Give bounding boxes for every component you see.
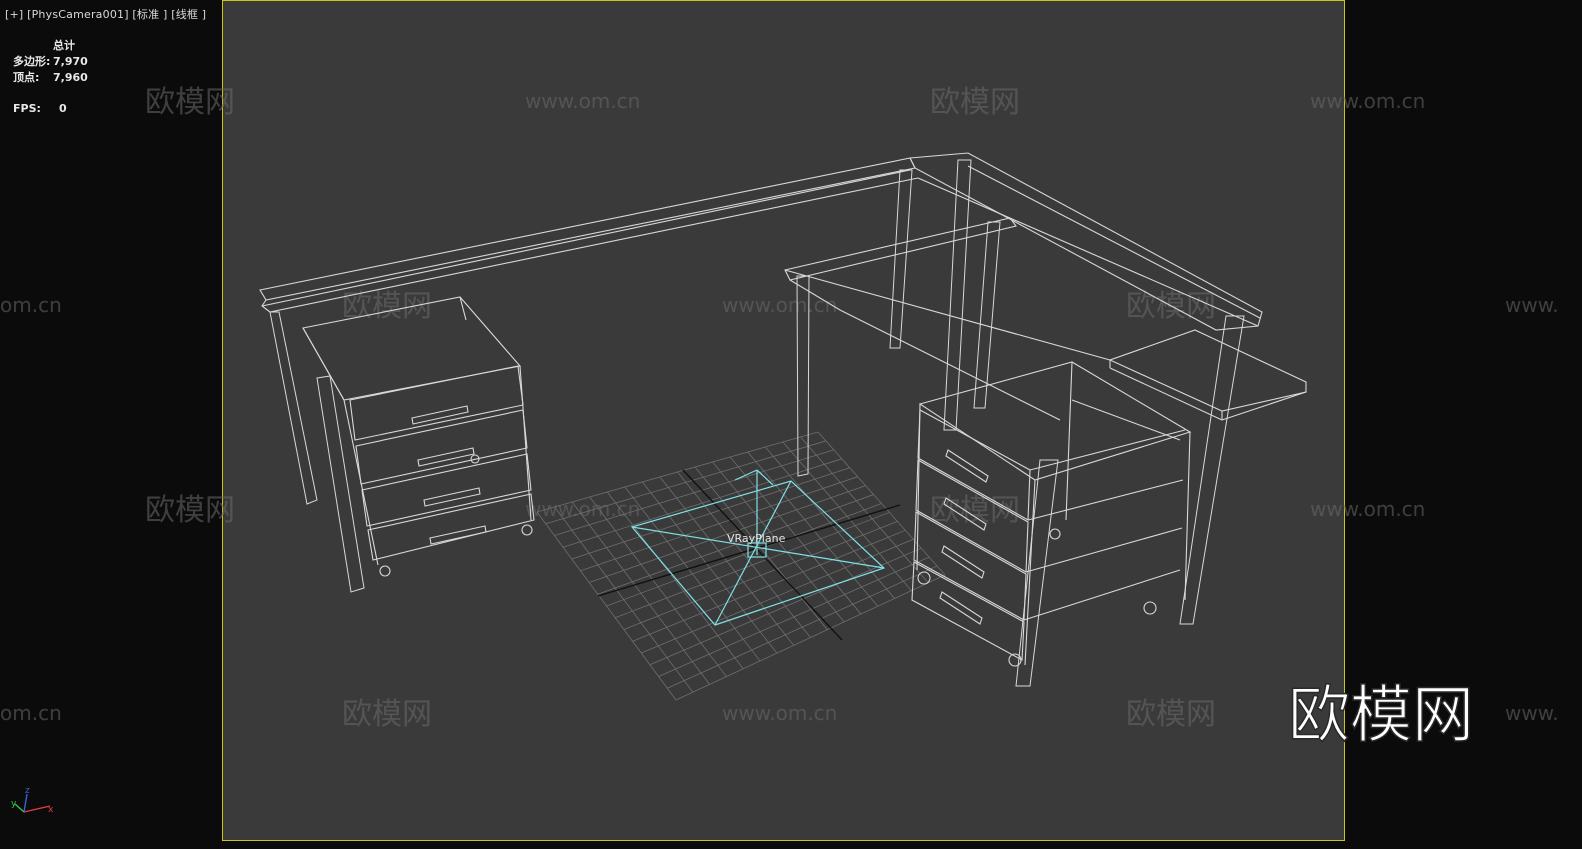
grid-line [765, 446, 895, 599]
watermark-url: www. [1505, 293, 1559, 317]
watermark-brand: 欧模网 [145, 85, 235, 120]
stats-fps-value: 0 [59, 102, 67, 115]
stats-polys-label: 多边形: [13, 55, 51, 68]
viewport-camera-menu[interactable]: [PhysCamera001] [27, 8, 129, 21]
axis-z-label: z [25, 786, 30, 796]
viewport-menu-plus[interactable]: [+] [5, 8, 24, 21]
watermark-url: www.om.cn [1310, 497, 1425, 521]
axis-gizmo: x z y [11, 786, 54, 815]
brand-logo-text: 欧模网 [1288, 678, 1474, 751]
watermark-url: www. [1505, 701, 1559, 725]
brand-logo: 欧模网 [1287, 677, 1475, 752]
grid-line [641, 538, 914, 654]
grid-line [817, 431, 946, 576]
watermark-url: www.om.cn [525, 497, 640, 521]
axis-y-label: y [11, 799, 17, 809]
watermark-brand: 欧模网 [145, 493, 235, 528]
watermark-url: om.cn [0, 293, 62, 317]
grid-line [667, 565, 938, 689]
left-drawer-pedestal [302, 296, 535, 577]
watermark-url: www.om.cn [722, 293, 837, 317]
stats-verts-row: 顶点: 7,960 [13, 70, 88, 86]
safe-frame[interactable] [222, 0, 1345, 841]
grid-line [782, 441, 912, 591]
viewport-statistics: 总计 多边形:7,970 顶点: 7,960 FPS: 0 [13, 38, 88, 117]
watermark-brand: 欧模网 [1126, 289, 1216, 324]
watermark-brand: 欧模网 [930, 85, 1020, 120]
stats-fps-row: FPS: 0 [13, 101, 88, 117]
watermark-url: www.om.cn [525, 89, 640, 113]
watermark-brand: 欧模网 [930, 493, 1020, 528]
viewport-label-menu: [+] [PhysCamera001] [标准 ] [线框 ] [5, 6, 206, 22]
watermark-url: om.cn [0, 701, 62, 725]
watermark-brand: 欧模网 [1126, 697, 1216, 732]
stats-verts-value: 7,960 [53, 71, 88, 84]
grid-line [623, 521, 898, 630]
world-axes [597, 469, 901, 641]
grid-line [606, 503, 882, 607]
vray-plane-label: VRayPlane [727, 532, 786, 545]
watermark-layer: 欧模网 www.om.cn 欧模网 www.om.cn om.cn 欧模网 ww… [0, 85, 1559, 732]
desk-top-right-wing [1108, 329, 1307, 412]
viewport-shading-menu[interactable]: [标准 ] [132, 8, 168, 21]
vray-plane-object[interactable] [630, 469, 886, 626]
grid-line [800, 436, 929, 584]
floor-grid [536, 431, 946, 701]
watermark-url: www.om.cn [1310, 89, 1425, 113]
grid-line [632, 529, 906, 642]
stats-polys-value: 7,970 [53, 55, 88, 68]
grid-line [729, 456, 862, 615]
stats-polys-row: 多边形:7,970 [13, 54, 88, 70]
grid-line [615, 512, 890, 619]
stats-header: 总计 [53, 39, 75, 52]
grid-line [747, 451, 879, 607]
desk-wireframe[interactable] [259, 152, 1307, 687]
viewport-display-menu[interactable]: [线框 ] [171, 8, 207, 21]
grid-line [658, 556, 930, 677]
right-drawer-pedestal [911, 361, 1192, 667]
watermark-brand: 欧模网 [342, 289, 432, 324]
stats-verts-label: 顶点: [13, 71, 40, 84]
grid-line [675, 574, 946, 701]
stats-fps-label: FPS: [13, 102, 41, 115]
grid-line [649, 547, 922, 666]
axis-x-label: x [48, 805, 54, 815]
watermark-url: www.om.cn [722, 701, 837, 725]
watermark-brand: 欧模网 [342, 697, 432, 732]
